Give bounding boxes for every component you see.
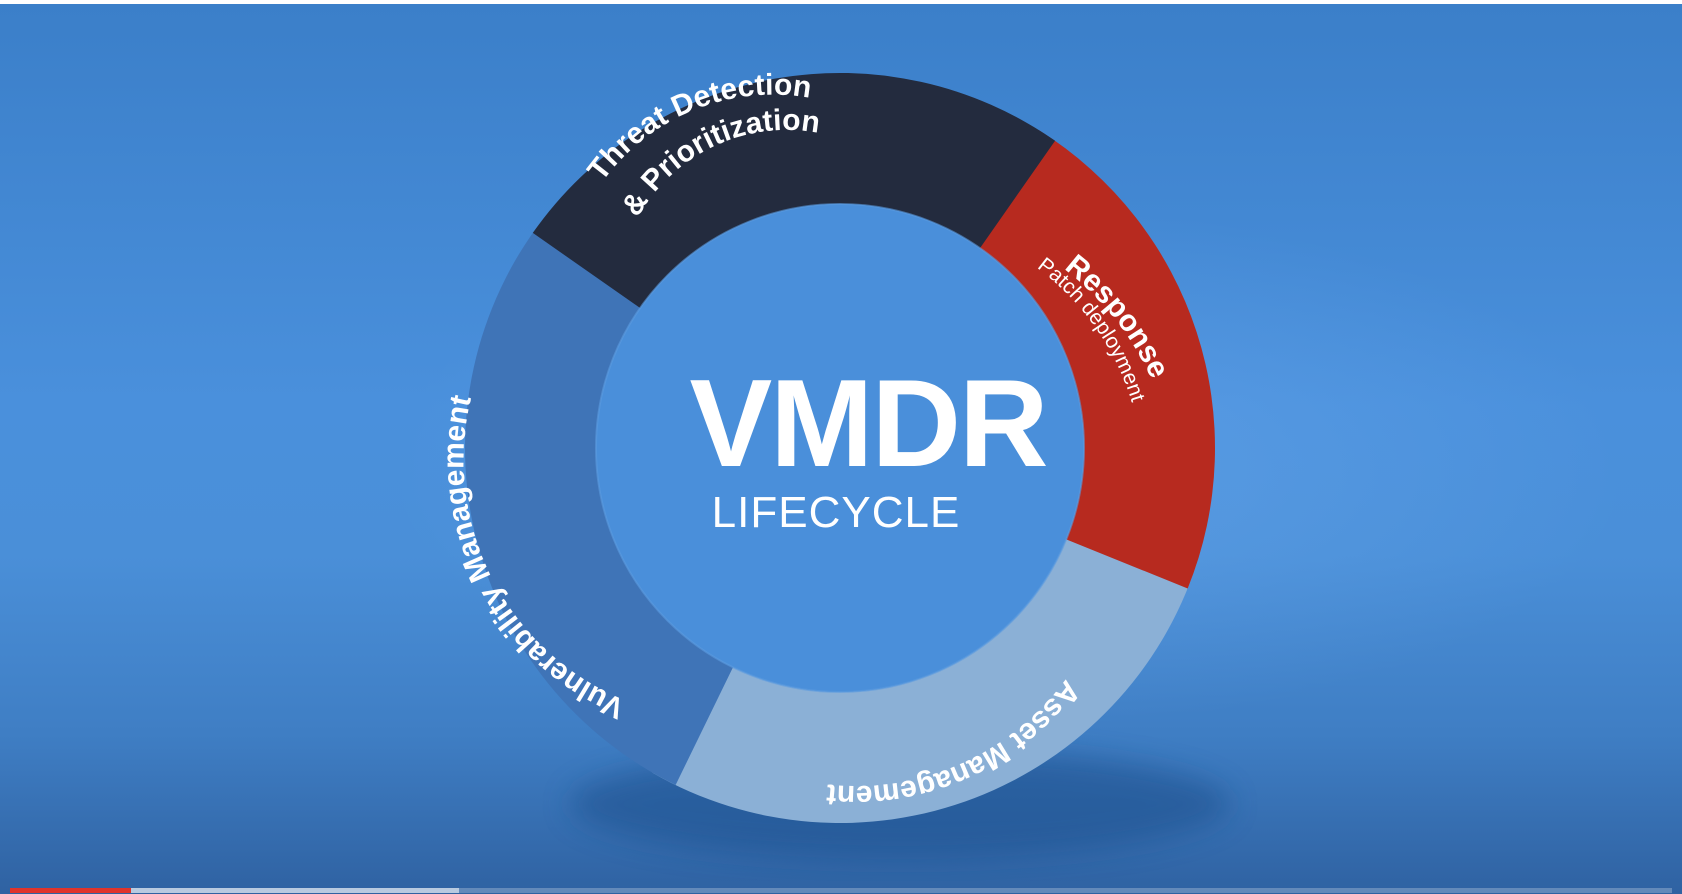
video-progress-buffered (10, 888, 459, 893)
vulnerability-management-segment (465, 227, 733, 786)
threat-detection-segment (532, 72, 1056, 308)
diagram-title: VMDR (689, 355, 1046, 493)
video-progress-played (10, 888, 132, 893)
video-progress-bar[interactable] (10, 888, 1672, 893)
vmdr-lifecycle-diagram: VMDR LIFECYCLE Threat Detection & Priori… (437, 68, 1230, 859)
center-disc-edge (595, 203, 1085, 693)
response-segment (969, 130, 1216, 589)
diagram-subtitle: LIFECYCLE (712, 488, 961, 537)
video-frame[interactable]: VMDR LIFECYCLE Threat Detection & Priori… (0, 4, 1682, 894)
asset-management-segment (652, 523, 1197, 824)
center-disc (596, 204, 1084, 692)
